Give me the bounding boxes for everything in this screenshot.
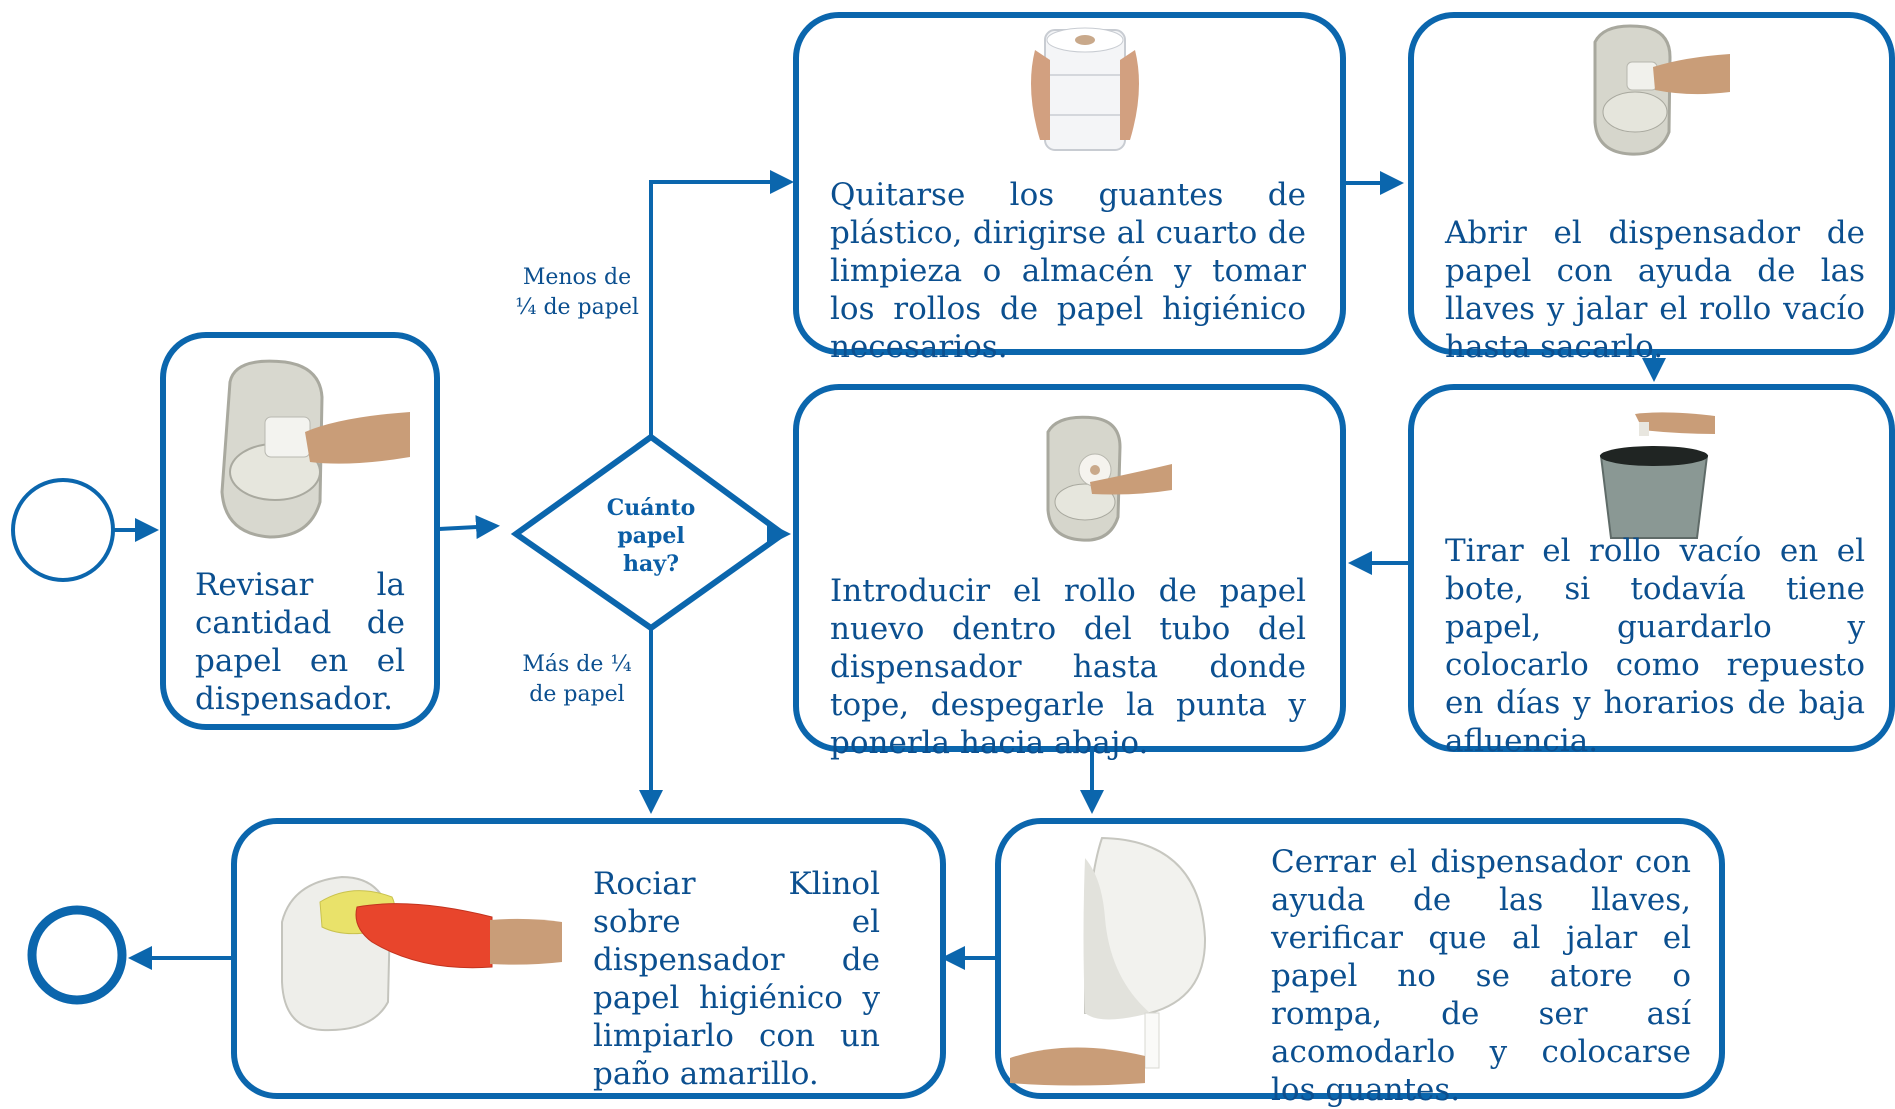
step-review-text: Revisar la cantidad de papel en el dispe…: [195, 567, 405, 717]
step-discard-roll: [1408, 384, 1895, 752]
step-get-rolls-text: Quitarse los guantes de plástico, dirigi…: [830, 177, 1306, 365]
closed-dispenser-icon: [1010, 828, 1220, 1088]
start-event-icon: [11, 478, 115, 582]
arrow-decision-to-get-rolls: [649, 170, 794, 437]
step-discard-roll-text: Tirar el rollo vacío en el bote, si toda…: [1445, 533, 1865, 759]
decision-label: Cuánto papel hay?: [606, 495, 696, 577]
end-event-icon: [27, 905, 127, 1005]
insert-roll-icon: [1040, 412, 1172, 544]
dispenser-hand-icon: [210, 352, 410, 542]
trash-bin-icon: [1595, 408, 1715, 540]
cleaning-glove-icon: [262, 862, 562, 1042]
paper-rolls-icon: [1015, 20, 1155, 160]
open-dispenser-icon: [1585, 22, 1730, 157]
step-spray-clean-text: Rociar Klinol sobre el dispensador de pa…: [593, 866, 880, 1092]
branch-label-more: Más de ¼ de papel: [522, 652, 632, 707]
step-open-dispenser-text: Abrir el dispensador de papel con ayuda …: [1445, 215, 1865, 365]
arrow-review-to-decision: [438, 515, 500, 540]
step-insert-roll-text: Introducir el rollo de papel nuevo dentr…: [830, 573, 1306, 761]
branch-label-less: Menos de ¼ de papel: [515, 265, 639, 320]
step-close-dispenser-text: Cerrar el dispensador con ayuda de las l…: [1271, 844, 1691, 1108]
